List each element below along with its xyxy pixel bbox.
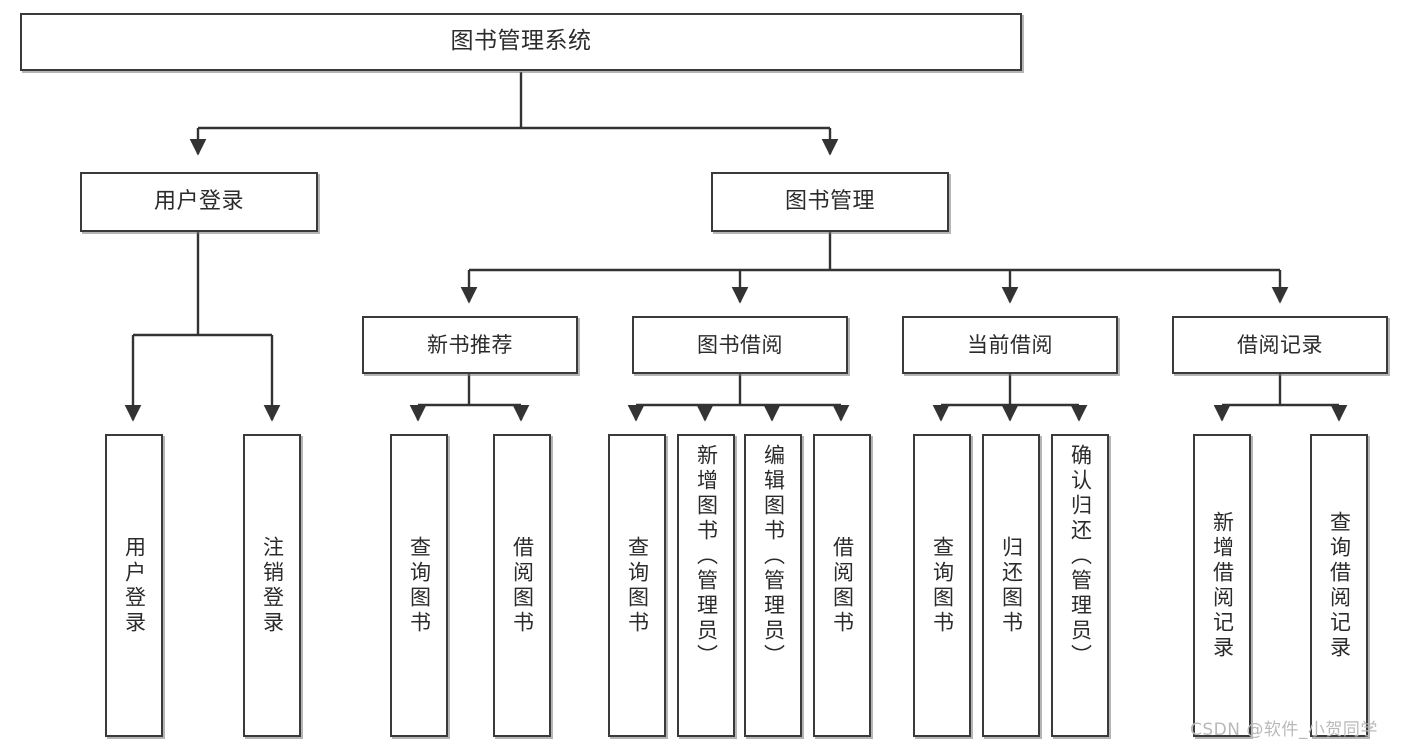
leaf-query-book-borrow[interactable]: 查询图书: [608, 434, 666, 737]
node-borrow-record[interactable]: 借阅记录: [1172, 316, 1388, 374]
leaf-query-book-current[interactable]: 查询图书: [913, 434, 971, 737]
leaf-add-book-admin[interactable]: 新增图书（管理员）: [677, 434, 735, 737]
node-current-borrow[interactable]: 当前借阅: [902, 316, 1118, 374]
node-label: 注销登录: [260, 535, 285, 636]
leaf-query-borrow-record[interactable]: 查询借阅记录: [1310, 434, 1368, 737]
node-book-borrow[interactable]: 图书借阅: [632, 316, 848, 374]
node-label: 编辑图书（管理员）: [761, 444, 786, 669]
node-label: 查询借阅记录: [1327, 510, 1352, 661]
leaf-borrow-book-recommend[interactable]: 借阅图书: [493, 434, 551, 737]
node-label: 新书推荐: [427, 332, 513, 357]
leaf-add-borrow-record[interactable]: 新增借阅记录: [1193, 434, 1251, 737]
node-label: 当前借阅: [967, 332, 1053, 357]
node-label: 图书借阅: [697, 332, 783, 357]
node-label: 查询图书: [407, 535, 432, 636]
node-label: 图书管理: [784, 189, 875, 215]
node-root-system[interactable]: 图书管理系统: [20, 13, 1022, 71]
leaf-borrow-book[interactable]: 借阅图书: [813, 434, 871, 737]
leaf-user-login[interactable]: 用户登录: [105, 434, 163, 737]
node-label: 新增借阅记录: [1210, 510, 1235, 661]
node-label: 借阅记录: [1237, 332, 1323, 357]
leaf-return-book[interactable]: 归还图书: [982, 434, 1040, 737]
node-label: 借阅图书: [830, 535, 855, 636]
node-label: 确认归还（管理员）: [1068, 444, 1093, 669]
leaf-logout[interactable]: 注销登录: [243, 434, 301, 737]
leaf-edit-book-admin[interactable]: 编辑图书（管理员）: [744, 434, 802, 737]
node-label: 图书管理系统: [450, 28, 592, 55]
node-label: 借阅图书: [510, 535, 535, 636]
node-label: 归还图书: [999, 535, 1024, 636]
node-user-login[interactable]: 用户登录: [80, 172, 318, 232]
leaf-confirm-return-admin[interactable]: 确认归还（管理员）: [1051, 434, 1109, 737]
watermark: CSDN @软件_小贺同学: [1190, 720, 1378, 740]
node-label: 用户登录: [122, 535, 147, 636]
node-label: 新增图书（管理员）: [694, 444, 719, 669]
node-label: 用户登录: [153, 189, 244, 215]
node-label: 查询图书: [930, 535, 955, 636]
node-book-management[interactable]: 图书管理: [711, 172, 949, 232]
node-new-book-recommend[interactable]: 新书推荐: [362, 316, 578, 374]
node-label: 查询图书: [625, 535, 650, 636]
leaf-query-book-recommend[interactable]: 查询图书: [390, 434, 448, 737]
